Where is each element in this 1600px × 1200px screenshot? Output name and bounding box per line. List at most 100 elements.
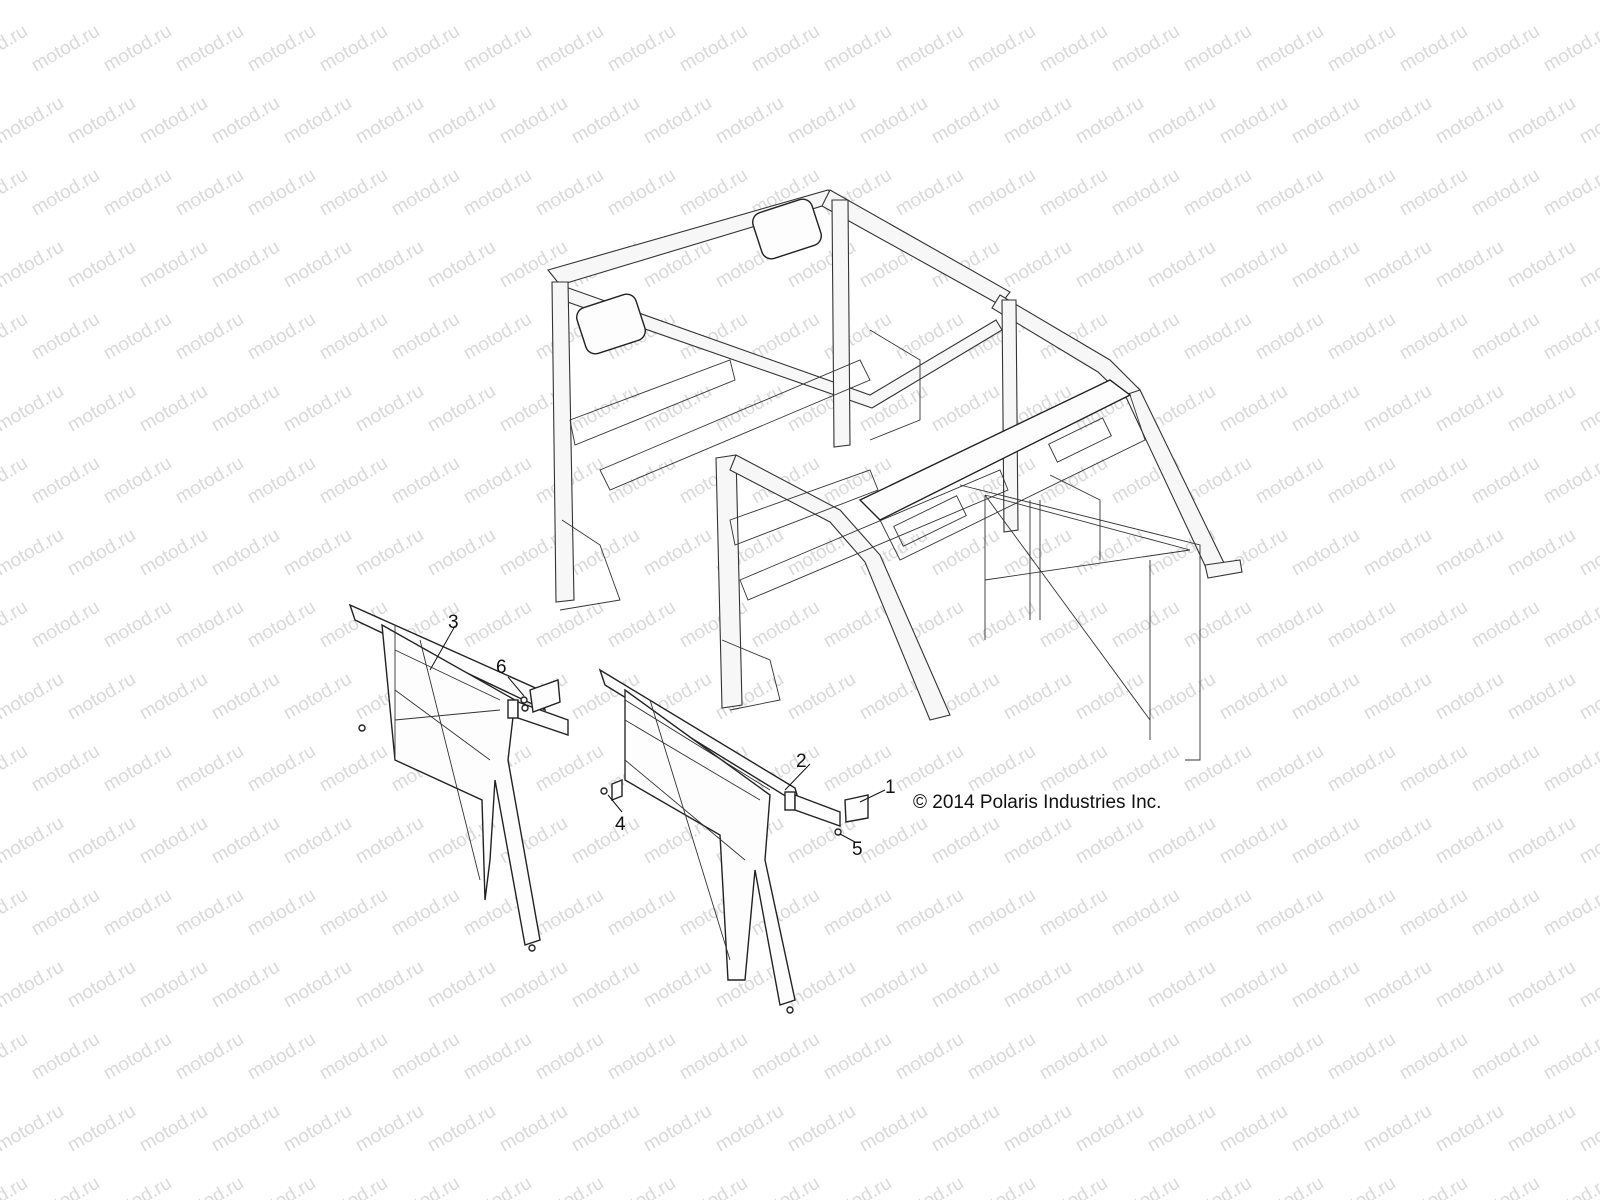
watermark-text: motod.ru [388, 309, 463, 365]
watermark-text: motod.ru [316, 885, 391, 941]
watermark-text: motod.ru [964, 1173, 1039, 1200]
watermark-text: motod.ru [784, 0, 859, 4]
watermark-text: motod.ru [1288, 237, 1363, 293]
watermark-text: motod.ru [1252, 21, 1327, 77]
watermark-text: motod.ru [1324, 885, 1399, 941]
watermark-text: motod.ru [928, 813, 1003, 869]
watermark-text: motod.ru [1288, 93, 1363, 149]
watermark-text: motod.ru [1540, 741, 1600, 797]
watermark-text: motod.ru [1036, 597, 1111, 653]
watermark-text: motod.ru [1504, 381, 1579, 437]
watermark-text: motod.ru [0, 1173, 31, 1200]
watermark-text: motod.ru [532, 21, 607, 77]
watermark-text: motod.ru [496, 0, 571, 4]
watermark-text: motod.ru [172, 1029, 247, 1085]
watermark-text: motod.ru [1180, 741, 1255, 797]
watermark-text: motod.ru [1036, 741, 1111, 797]
watermark-text: motod.ru [172, 309, 247, 365]
watermark-text: motod.ru [1468, 165, 1543, 221]
watermark-text: motod.ru [244, 741, 319, 797]
watermark-text: motod.ru [1396, 165, 1471, 221]
watermark-text: motod.ru [1288, 669, 1363, 725]
watermark-text: motod.ru [568, 381, 643, 437]
watermark-text: motod.ru [208, 957, 283, 1013]
watermark-text: motod.ru [208, 813, 283, 869]
watermark-text: motod.ru [1180, 1173, 1255, 1200]
watermark-text: motod.ru [928, 1101, 1003, 1157]
watermark-text: motod.ru [28, 21, 103, 77]
watermark-text: motod.ru [964, 1029, 1039, 1085]
watermark-text: motod.ru [676, 21, 751, 77]
watermark-text: motod.ru [1324, 453, 1399, 509]
part-5-screw [834, 828, 842, 836]
watermark-text: motod.ru [1288, 1101, 1363, 1157]
watermark-text: motod.ru [1396, 21, 1471, 77]
watermark-text: motod.ru [748, 1173, 823, 1200]
watermark-text: motod.ru [1468, 309, 1543, 365]
watermark-text: motod.ru [1180, 885, 1255, 941]
watermark-text: motod.ru [1468, 1029, 1543, 1085]
watermark-text: motod.ru [1144, 237, 1219, 293]
watermark-text: motod.ru [1108, 1029, 1183, 1085]
watermark-text: motod.ru [496, 957, 571, 1013]
watermark-text: motod.ru [568, 1101, 643, 1157]
watermark-text: motod.ru [1072, 813, 1147, 869]
watermark-text: motod.ru [1000, 1101, 1075, 1157]
watermark-text: motod.ru [604, 1029, 679, 1085]
watermark-text: motod.ru [136, 813, 211, 869]
watermark-text: motod.ru [172, 21, 247, 77]
watermark-text: motod.ru [568, 93, 643, 149]
watermark-text: motod.ru [64, 813, 139, 869]
watermark-text: motod.ru [100, 309, 175, 365]
watermark-text: motod.ru [208, 0, 283, 4]
watermark-text: motod.ru [820, 1173, 895, 1200]
watermark-text: motod.ru [1540, 1173, 1600, 1200]
watermark-text: motod.ru [1108, 597, 1183, 653]
watermark-text: motod.ru [244, 1029, 319, 1085]
watermark-text: motod.ru [136, 525, 211, 581]
watermark-text: motod.ru [1360, 0, 1435, 4]
watermark-text: motod.ru [1252, 741, 1327, 797]
watermark-text: motod.ru [280, 381, 355, 437]
watermark-text: motod.ru [280, 669, 355, 725]
watermark-text: motod.ru [1468, 885, 1543, 941]
watermark-text: motod.ru [64, 237, 139, 293]
watermark-text: motod.ru [208, 525, 283, 581]
watermark-text: motod.ru [352, 0, 427, 4]
watermark-text: motod.ru [172, 1173, 247, 1200]
watermark-text: motod.ru [784, 93, 859, 149]
watermark-text: motod.ru [136, 381, 211, 437]
callout-3: 3 [448, 612, 459, 633]
callout-6: 6 [496, 657, 507, 678]
watermark-text: motod.ru [1360, 957, 1435, 1013]
callout-2: 2 [796, 751, 807, 772]
watermark-text: motod.ru [1360, 813, 1435, 869]
watermark-text: motod.ru [1432, 669, 1507, 725]
watermark-text: motod.ru [424, 237, 499, 293]
watermark-text: motod.ru [640, 381, 715, 437]
watermark-text: motod.ru [136, 0, 211, 4]
watermark-text: motod.ru [352, 813, 427, 869]
watermark-text: motod.ru [964, 885, 1039, 941]
watermark-text: motod.ru [1288, 813, 1363, 869]
watermark-text: motod.ru [604, 885, 679, 941]
watermark-text: motod.ru [496, 1101, 571, 1157]
watermark-text: motod.ru [1468, 741, 1543, 797]
watermark-text: motod.ru [1468, 453, 1543, 509]
watermark-text: motod.ru [208, 93, 283, 149]
watermark-text: motod.ru [28, 165, 103, 221]
watermark-text: motod.ru [712, 93, 787, 149]
watermark-text: motod.ru [0, 381, 67, 437]
watermark-text: motod.ru [1396, 741, 1471, 797]
watermark-text: motod.ru [640, 1101, 715, 1157]
watermark-text: motod.ru [1504, 237, 1579, 293]
watermark-text: motod.ru [1036, 1029, 1111, 1085]
watermark-text: motod.ru [1252, 597, 1327, 653]
watermark-text: motod.ru [1432, 0, 1507, 4]
watermark-text: motod.ru [1144, 813, 1219, 869]
watermark-text: motod.ru [1036, 885, 1111, 941]
watermark-text: motod.ru [316, 1029, 391, 1085]
watermark-text: motod.ru [64, 93, 139, 149]
watermark-text: motod.ru [532, 741, 607, 797]
watermark-text: motod.ru [928, 0, 1003, 4]
